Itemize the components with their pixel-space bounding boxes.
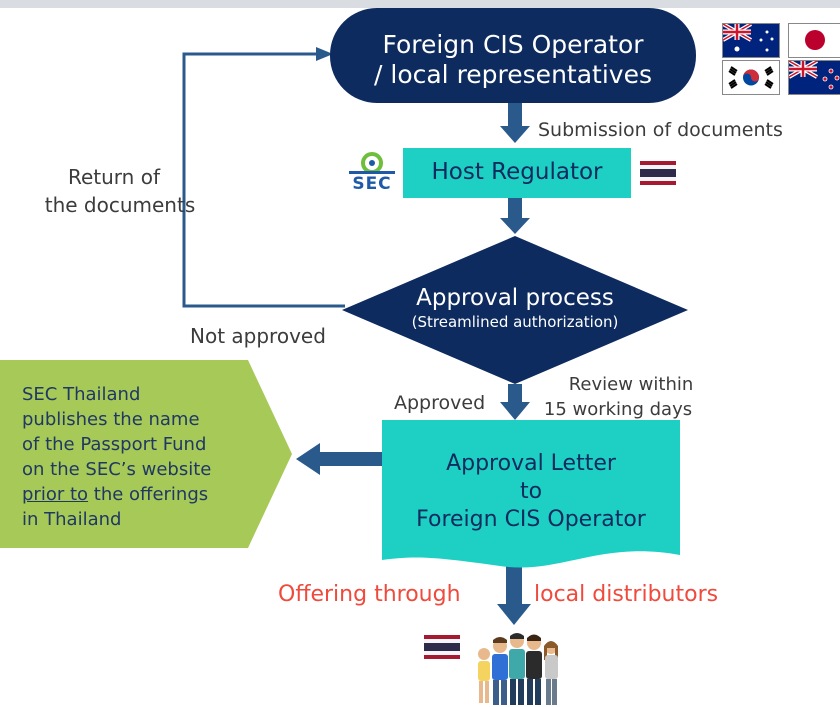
review-line1: Review within [568, 374, 694, 395]
publish-line6: in Thailand [22, 509, 122, 530]
offering-right-label: local distributors [534, 582, 719, 607]
approval-label: Approval process (Streamlined authorizat… [350, 284, 680, 332]
publish-line2: publishes the name [22, 409, 200, 430]
approved-label: Approved [394, 392, 486, 414]
submission-label: Submission of documents [538, 119, 783, 141]
publish-line5: prior to the offerings [22, 482, 282, 507]
publish-line3: of the Passport Fund [22, 434, 207, 455]
return-loop-arrowhead [316, 47, 333, 61]
korea-flag-icon [722, 60, 780, 95]
approval-diamond [342, 236, 688, 384]
operator-label: Foreign CIS Operator / local representat… [340, 30, 686, 90]
publish-label: SEC Thailand publishes the name of the P… [22, 382, 282, 532]
offering-left-label: Offering through [278, 582, 461, 607]
japan-flag-icon [788, 23, 840, 58]
approval-letter-node [382, 420, 680, 568]
people-group-icon [478, 633, 558, 705]
host-regulator-node [403, 148, 631, 198]
host-regulator-label: Host Regulator [431, 159, 603, 185]
australia-flag-icon [722, 23, 780, 58]
new-zealand-flag-icon [788, 60, 840, 95]
review-label: Review within 15 working days [533, 372, 703, 422]
thailand-flag-icon [640, 161, 676, 185]
not-approved-label: Not approved [190, 324, 326, 348]
sec-logo-icon: SEC [346, 150, 398, 196]
operator-line2: / local representatives [374, 60, 652, 89]
arrow-letter-to-publish [296, 443, 382, 475]
publish-line4: on the SEC’s website [22, 459, 212, 480]
arrow-host-to-approval [500, 198, 530, 234]
thailand-flag-icon-bottom [424, 635, 460, 659]
publish-line5-rest: the offerings [88, 484, 209, 505]
operator-node [330, 8, 696, 103]
return-label: Return of the documents [30, 163, 210, 219]
return-loop-line [182, 52, 345, 308]
arrow-letter-to-offering [497, 562, 531, 625]
operator-line1: Foreign CIS Operator [382, 30, 644, 59]
publish-node [0, 360, 292, 548]
approval-letter-label: Approval Letter to Foreign CIS Operator [382, 450, 680, 534]
publish-underlined: prior to [22, 484, 89, 505]
arrow-operator-to-host [500, 102, 530, 143]
review-line2: 15 working days [543, 399, 693, 420]
top-bar [0, 0, 840, 8]
letter-line3: Foreign CIS Operator [416, 507, 646, 532]
return-line1: Return of [67, 165, 160, 189]
arrow-approval-to-letter [500, 384, 530, 420]
publish-line1: SEC Thailand [22, 384, 141, 405]
approval-title: Approval process [416, 285, 614, 311]
return-line2: the documents [44, 193, 196, 217]
sec-logo-text: SEC [352, 174, 392, 194]
letter-line1: Approval Letter [446, 451, 616, 476]
approval-subtitle: (Streamlined authorization) [411, 313, 619, 331]
letter-line2: to [519, 479, 543, 504]
